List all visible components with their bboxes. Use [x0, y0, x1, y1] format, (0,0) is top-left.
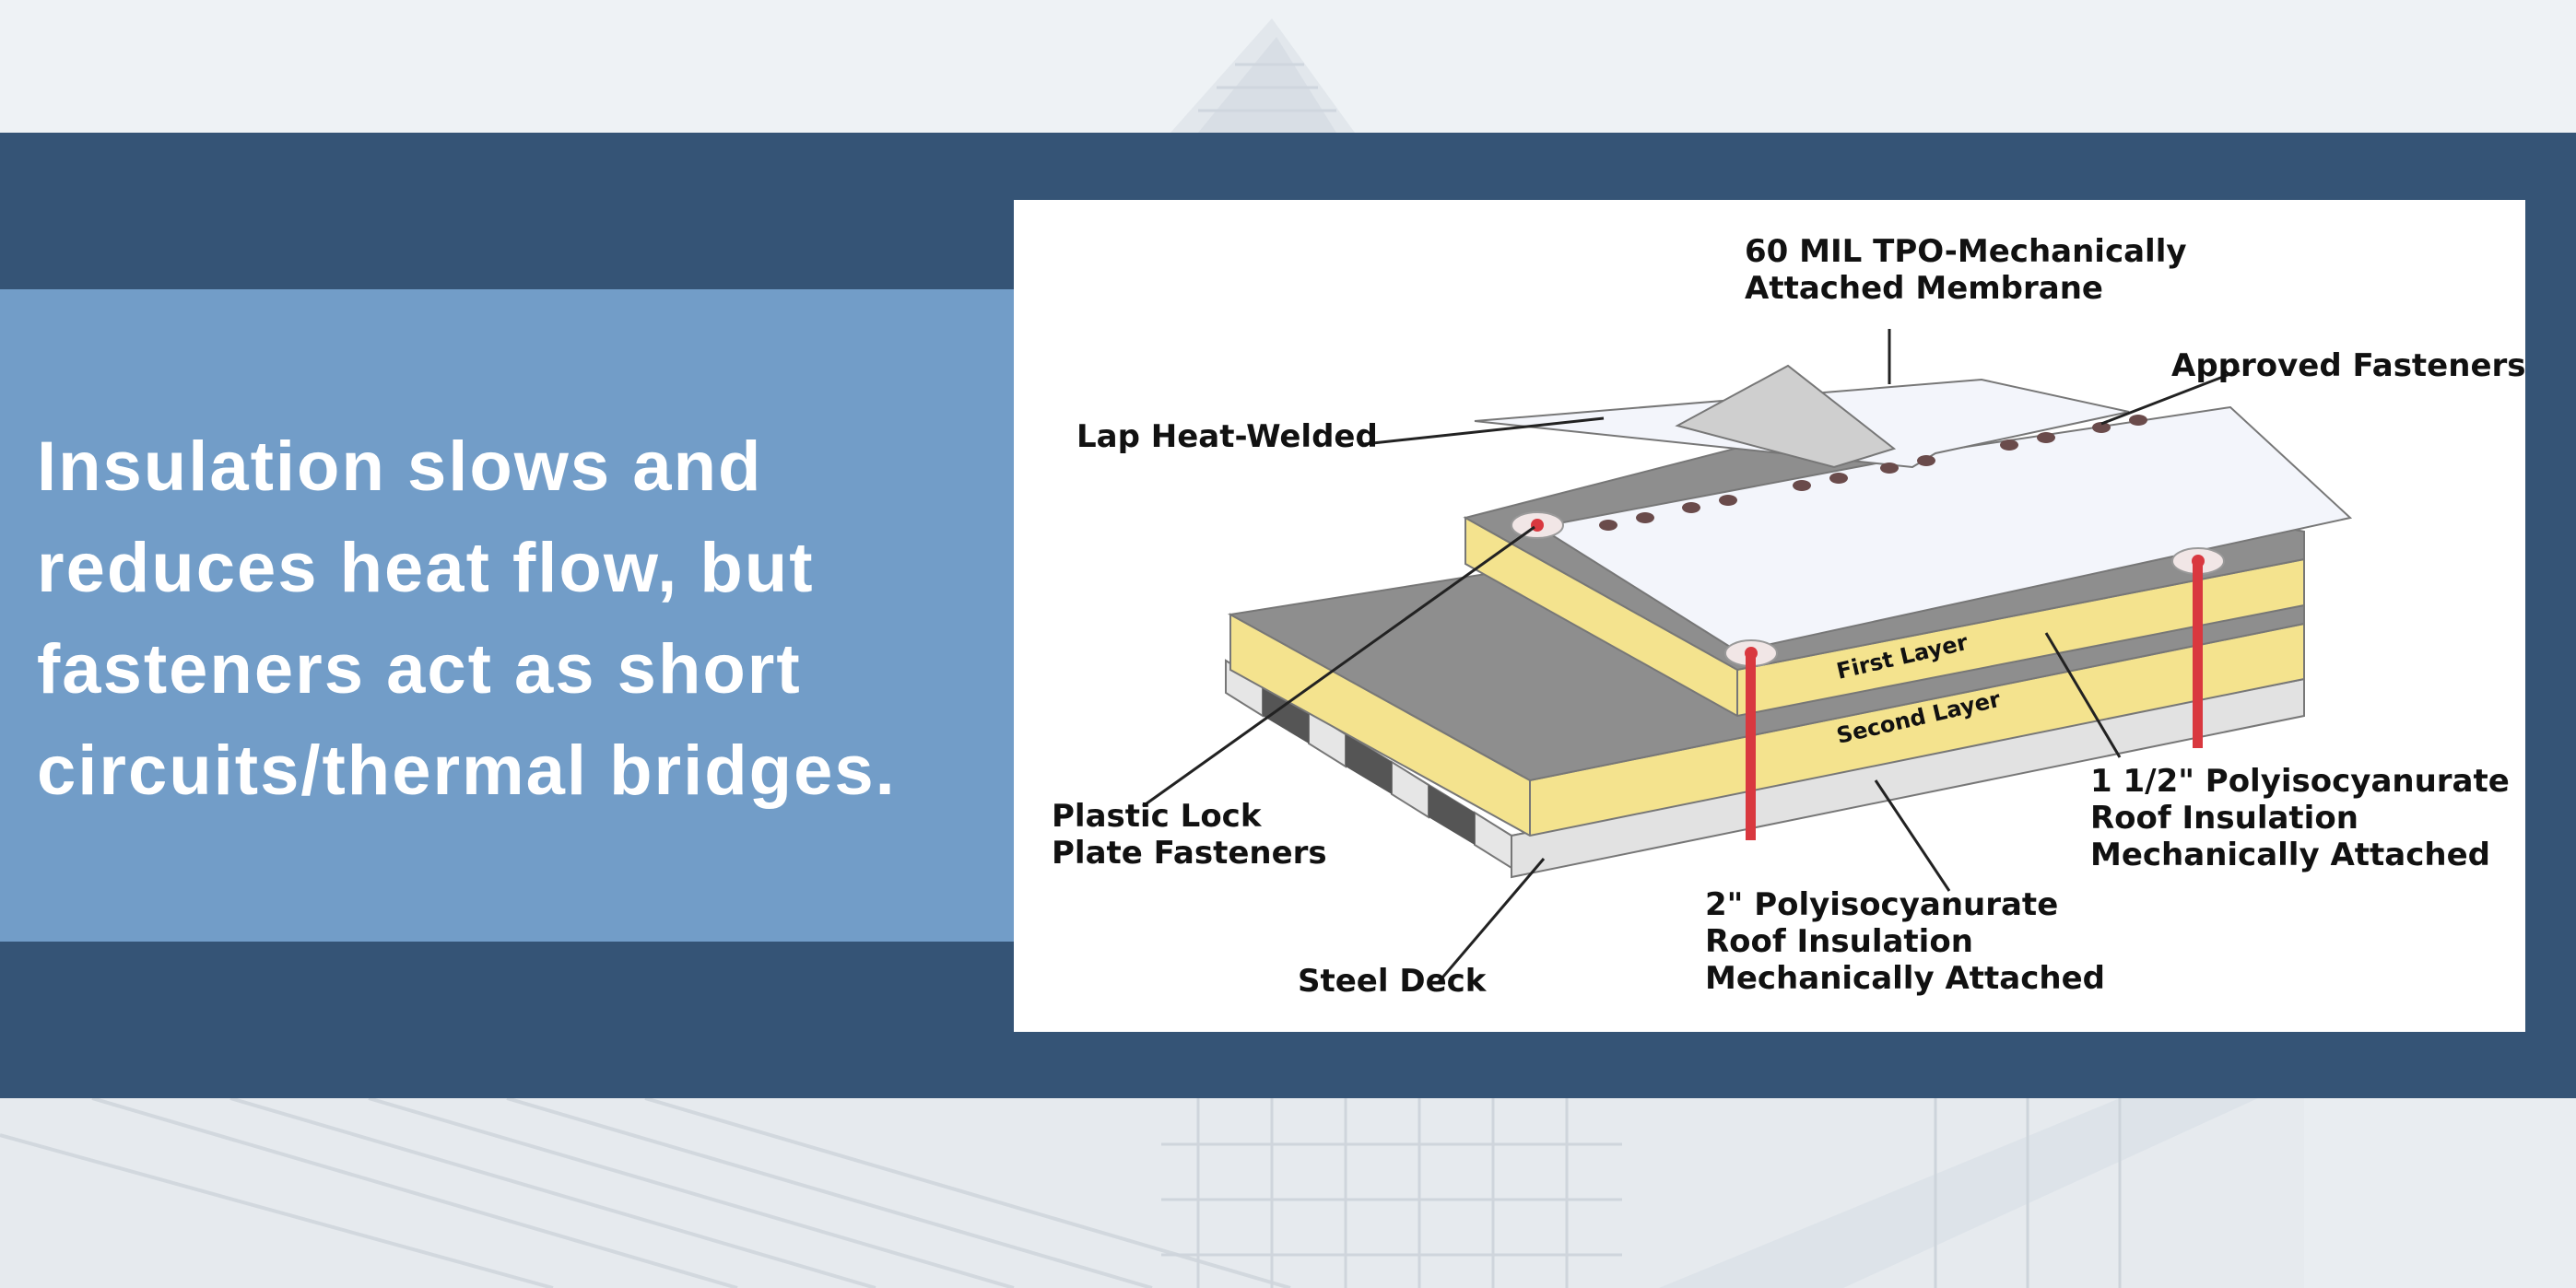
plastic-lock-label-line-1: Plastic Lock [1052, 798, 1263, 835]
headline-panel [0, 289, 1015, 942]
polyiso-2-label-line-1: 2" Polyisocyanurate [1705, 886, 2058, 923]
membrane-label-line-2: Attached Membrane [1745, 270, 2103, 307]
approved-fasteners-label: Approved Fasteners [2171, 347, 2525, 384]
approved-fasteners-row [1599, 415, 2147, 531]
membrane-label-line-1: 60 MIL TPO-Mechanically [1745, 233, 2187, 270]
polyiso-15-label-line-1: 1 1/2" Polyisocyanurate [2090, 763, 2510, 800]
roof-assembly-diagram: First Layer Second Layer [1014, 200, 2525, 1032]
polyiso-15-label-line-3: Mechanically Attached [2090, 837, 2490, 873]
polyiso-2-label-line-3: Mechanically Attached [1705, 960, 2105, 997]
headline-line-1: Insulation slows and [37, 427, 763, 506]
roof-assembly-svg: First Layer Second Layer [1052, 233, 2525, 1000]
polyiso-15-label-line-2: Roof Insulation [2090, 800, 2358, 837]
headline: Insulation slows and reduces heat flow, … [37, 416, 1005, 822]
building-silhouette-top [1170, 18, 1355, 133]
leader-lines [1142, 329, 2241, 984]
headline-line-4: circuits/thermal bridges. [37, 732, 897, 810]
plate-fasteners [1511, 511, 2225, 840]
building-facade [0, 1098, 2576, 1288]
plastic-lock-label-line-2: Plate Fasteners [1052, 835, 1327, 872]
tpo-membrane [1474, 364, 2353, 653]
steel-deck-label: Steel Deck [1298, 963, 1488, 1000]
headline-line-2: reduces heat flow, but [37, 529, 815, 607]
polyiso-2-label-line-2: Roof Insulation [1705, 923, 1973, 960]
background-building-top [0, 0, 2576, 133]
headline-line-3: fasteners act as short [37, 630, 802, 708]
background-building-bottom [0, 1098, 2576, 1288]
lap-heat-welded-label: Lap Heat-Welded [1076, 418, 1378, 455]
